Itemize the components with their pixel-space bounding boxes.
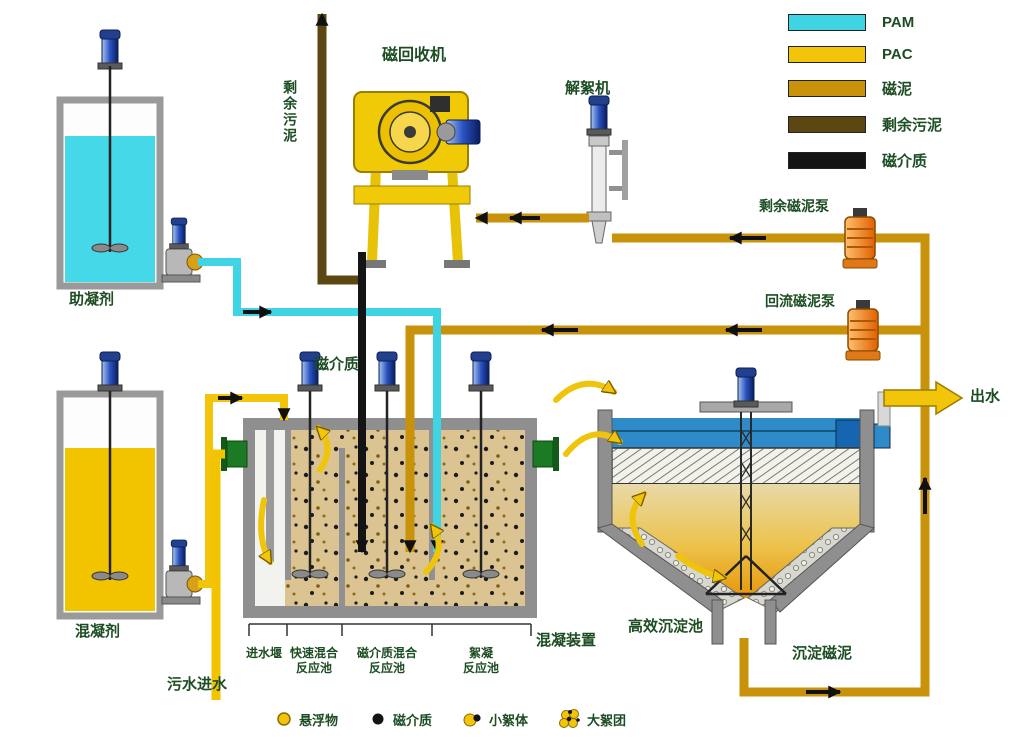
particle-label-magnetic-media: 磁介质 xyxy=(393,712,433,728)
outlet-nozzle xyxy=(532,437,559,471)
legend-swatch-magnetic-sludge xyxy=(788,80,866,97)
effluent-launder xyxy=(835,419,861,449)
effluent-channel xyxy=(873,423,891,449)
label-effluent: 出水 xyxy=(970,388,1001,405)
coagulant-tank xyxy=(56,351,164,620)
sedimentation-tank-drawing xyxy=(596,367,891,645)
legend-item-magnetic-media: 磁介质 xyxy=(788,150,948,171)
pac-pipe xyxy=(198,394,291,588)
label-surplus-sludge-pump: 剩余磁泥泵 xyxy=(759,198,829,214)
label-deflocculator: 解絮机 xyxy=(565,80,611,97)
surplus-sludge-pump-unit xyxy=(842,207,878,269)
legend-item-pam: PAM xyxy=(788,14,948,31)
coagulant-dosing-pump xyxy=(162,540,203,604)
coagulant-aid-dosing-pump xyxy=(162,218,203,282)
legend-swatch-magnetic-media xyxy=(788,152,866,169)
label-settled-magnetic-sludge: 沉淀磁泥 xyxy=(792,645,853,662)
pipes xyxy=(198,12,930,700)
legend-label-magnetic-sludge: 磁泥 xyxy=(882,81,913,98)
suspended-solids-icon xyxy=(277,712,291,726)
particle-label-small-floc: 小絮体 xyxy=(489,712,529,728)
label-coagulant-aid: 助凝剂 xyxy=(69,291,115,308)
clear-water-zone xyxy=(612,418,860,448)
legend-label-surplus-sludge: 剩余污泥 xyxy=(882,117,943,134)
mixer-1 xyxy=(291,351,329,579)
section-bracket xyxy=(248,623,532,636)
label-section-flocculation: 絮凝 反应池 xyxy=(462,646,499,675)
legend-label-magnetic-media: 磁介质 xyxy=(882,153,928,170)
particle-item-suspended-solids: 悬浮物 xyxy=(274,709,338,729)
coagulant-aid-tank xyxy=(56,29,164,290)
deflocculator-unit xyxy=(586,95,628,244)
return-sludge-pump-unit xyxy=(845,299,881,361)
legend-label-pam: PAM xyxy=(882,14,915,31)
sewage-inlet-pipe xyxy=(211,449,225,700)
label-surplus-sludge: 剩余污泥 xyxy=(282,80,299,144)
mixer-3 xyxy=(462,351,500,579)
pipe-legend: PAM PAC 磁泥 剩余污泥 磁介质 xyxy=(788,14,948,171)
magnetic-media-icon xyxy=(372,713,384,725)
inlet-weir-baffle xyxy=(266,430,274,562)
particle-item-small-floc: 小絮体 xyxy=(462,709,528,729)
legend-item-magnetic-sludge: 磁泥 xyxy=(788,78,948,99)
label-return-sludge-pump: 回流磁泥泵 xyxy=(765,293,835,309)
label-magnetic-media: 磁介质 xyxy=(314,356,360,373)
legend-label-pac: PAC xyxy=(882,46,913,63)
legend-swatch-pam xyxy=(788,14,866,31)
legend-swatch-surplus-sludge xyxy=(788,116,866,133)
flow-arrows xyxy=(218,211,932,699)
surplus-sludge-pipe xyxy=(315,12,364,285)
legend-item-pac: PAC xyxy=(788,46,948,63)
label-section-inlet-weir: 进水堰 xyxy=(245,646,282,660)
label-magnetic-recovery-machine: 磁回收机 xyxy=(382,47,447,64)
particle-label-suspended-solids: 悬浮物 xyxy=(299,712,339,728)
small-floc-icon xyxy=(463,713,481,727)
label-sedimentation-tank: 高效沉淀池 xyxy=(628,618,704,635)
label-sewage-inlet: 污水进水 xyxy=(167,676,228,693)
mixer-2 xyxy=(368,351,406,579)
legend-item-surplus-sludge: 剩余污泥 xyxy=(788,114,948,135)
legend-swatch-pac xyxy=(788,46,866,63)
yellow-flow-arrows xyxy=(258,384,724,578)
label-coagulation-device: 混凝装置 xyxy=(536,632,597,649)
magnetic-recovery-machine xyxy=(353,91,481,268)
large-floc-icon xyxy=(559,709,580,728)
label-section-magnetic-mix: 磁介质混合 反应池 xyxy=(356,646,417,675)
particle-label-large-floc: 大絮团 xyxy=(587,712,627,728)
pam-pipe xyxy=(198,258,444,554)
label-section-rapid-mix: 快速混合 反应池 xyxy=(289,646,338,675)
effluent-arrow xyxy=(883,380,964,416)
scraper-motor xyxy=(733,367,759,408)
label-coagulant: 混凝剂 xyxy=(75,623,121,640)
particle-item-magnetic-media: 磁介质 xyxy=(368,709,432,729)
effluent-outlet xyxy=(877,380,964,427)
lamella-settler xyxy=(612,448,860,484)
particle-item-large-floc: 大絮团 xyxy=(558,708,626,730)
coagulation-tank xyxy=(221,351,559,636)
particle-legend: 悬浮物 磁介质 小絮体 大絮团 xyxy=(274,708,626,730)
magnetic-sludge-pipe xyxy=(612,233,930,697)
